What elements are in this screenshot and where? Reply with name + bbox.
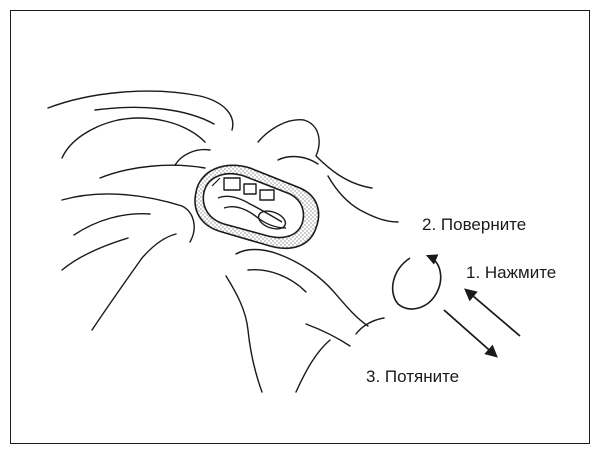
connector-body bbox=[195, 165, 319, 248]
circular-arrow-icon bbox=[393, 256, 441, 309]
step-pull-label: 3. Потяните bbox=[366, 368, 459, 385]
step-rotate-label: 2. Поверните bbox=[422, 216, 526, 233]
step-press-label: 1. Нажмите bbox=[466, 264, 556, 281]
arrow-up-left-icon bbox=[466, 290, 520, 336]
arrow-down-right-icon bbox=[444, 310, 496, 356]
hands-illustration bbox=[48, 91, 398, 392]
